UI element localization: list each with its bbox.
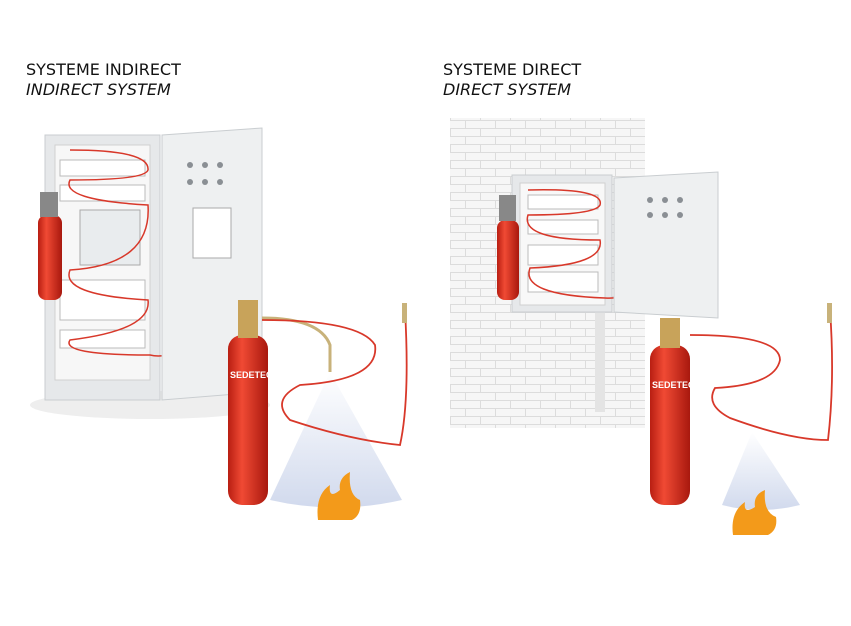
direct-system-illustration: SEDETEC: [450, 118, 833, 535]
indirect-title-fr: SYSTEME INDIRECT: [26, 60, 181, 79]
discharge-pipe: [261, 316, 332, 372]
small-cylinder: [38, 215, 62, 300]
spray-cone: [722, 432, 800, 510]
cylinder-valve: [660, 318, 680, 348]
detection-tube: [68, 149, 214, 357]
sedetec-logo: SEDETEC: [230, 370, 273, 380]
cabinet-door: [613, 171, 719, 319]
main-cylinder: [228, 335, 268, 505]
direct-system-heading: SYSTEME DIRECT DIRECT SYSTEM: [443, 60, 581, 100]
control-panel: [79, 209, 141, 266]
main-cylinder: [650, 345, 690, 505]
spray-cone: [270, 372, 402, 508]
fire-icon: [317, 472, 361, 520]
sedetec-logo: SEDETEC: [652, 380, 695, 390]
discharge-tube: [689, 309, 833, 441]
direct-title-fr: SYSTEME DIRECT: [443, 60, 582, 79]
detection-tube: [526, 189, 666, 299]
cylinder-valve: [238, 300, 258, 338]
indirect-system-heading: SYSTEME INDIRECT INDIRECT SYSTEM: [26, 60, 181, 100]
indirect-system-illustration: SEDETEC: [30, 127, 408, 520]
fire-icon: [732, 490, 777, 535]
direct-title-en: DIRECT SYSTEM: [443, 80, 572, 99]
indirect-title-en: INDIRECT SYSTEM: [26, 80, 171, 99]
small-cylinder: [497, 220, 519, 300]
